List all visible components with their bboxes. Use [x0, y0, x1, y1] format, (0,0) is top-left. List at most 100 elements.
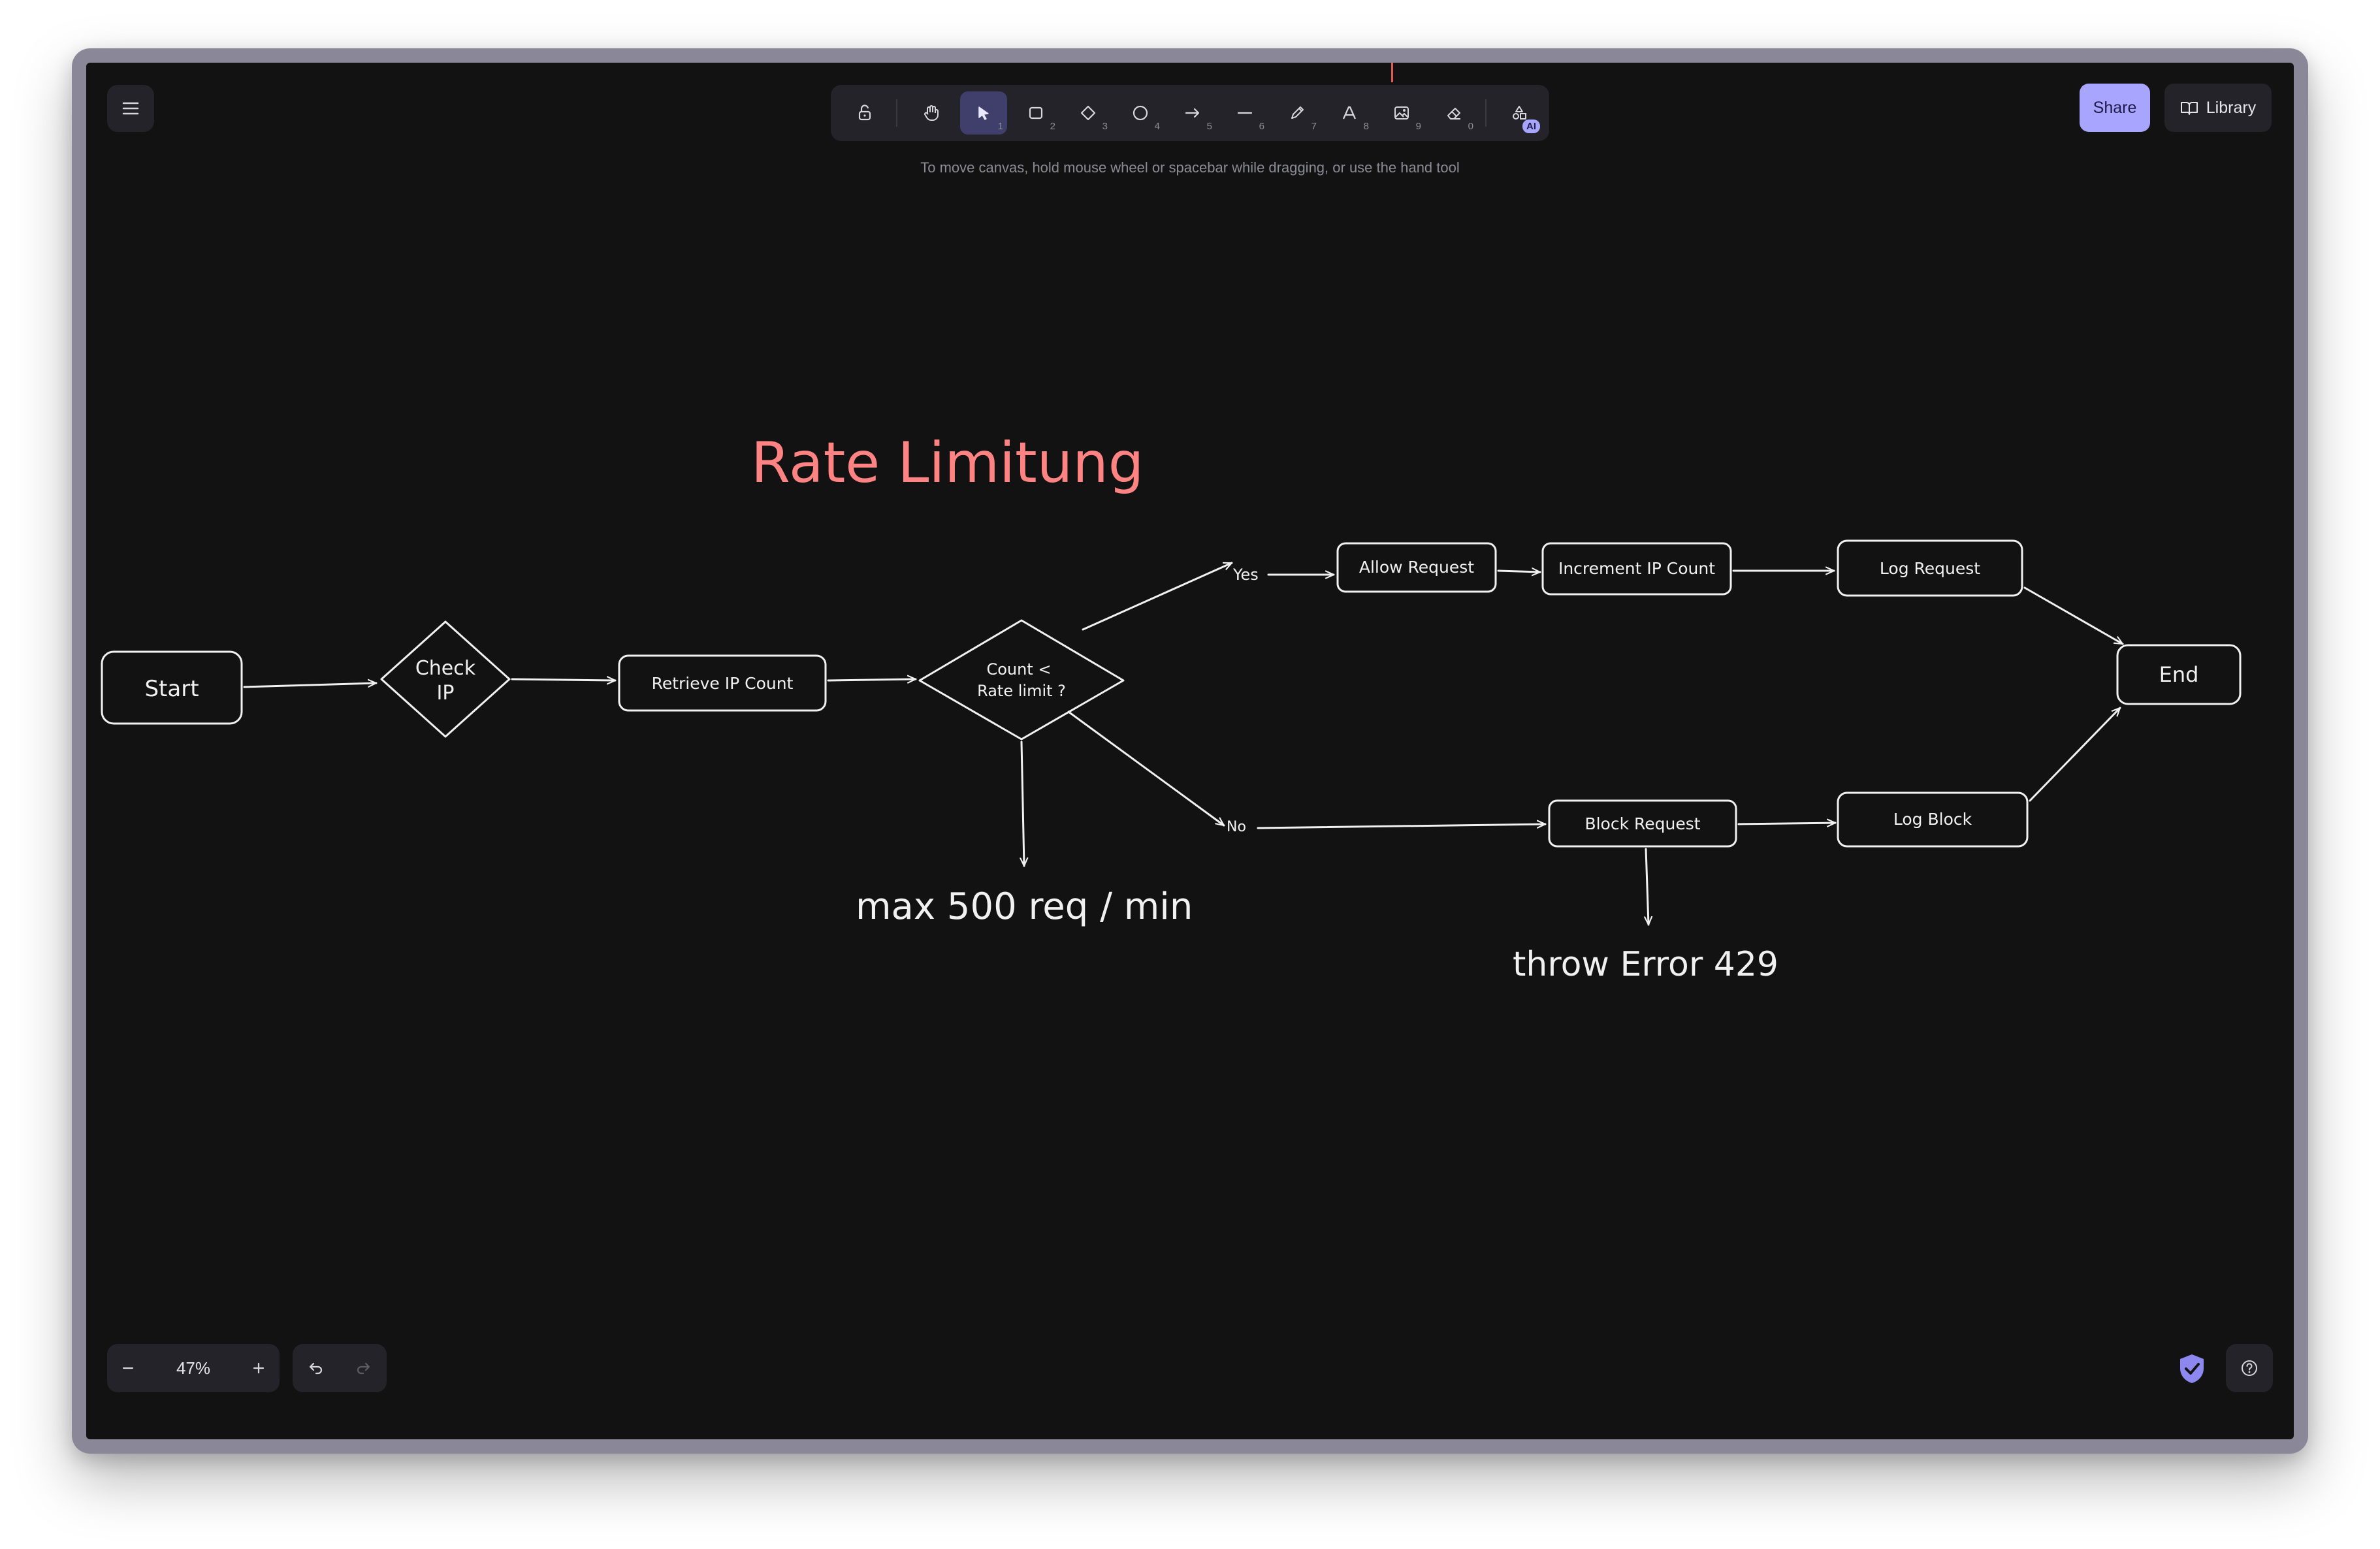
- hand-icon: [924, 105, 939, 121]
- pointer-icon: [978, 106, 989, 120]
- arrow-right-icon: [1185, 108, 1200, 118]
- drawing-canvas[interactable]: Rate Limitung Start Check IP Retrieve IP…: [86, 63, 2294, 1439]
- library-label: Library: [2206, 98, 2257, 117]
- zoom-level[interactable]: 47%: [176, 1358, 211, 1378]
- arrow-allow-to-increment[interactable]: [1497, 571, 1541, 572]
- ai-badge: AI: [1522, 120, 1540, 133]
- text-icon: [1342, 106, 1357, 120]
- canvas-edge-marker: [1391, 63, 1393, 82]
- circle-icon: [1133, 105, 1148, 121]
- log-block-node[interactable]: [1837, 791, 2029, 848]
- ellipse-tool[interactable]: 4: [1117, 91, 1164, 135]
- lock-tool[interactable]: [841, 91, 888, 135]
- error-label[interactable]: throw Error 429: [1513, 945, 1778, 984]
- diagram-title[interactable]: Rate Limitung: [751, 430, 1144, 496]
- shortcut-number: 0: [1468, 121, 1473, 132]
- library-button[interactable]: Library: [2164, 84, 2272, 132]
- end-label: End: [2159, 662, 2199, 687]
- retrieve-ip-count-label: Retrieve IP Count: [652, 674, 794, 693]
- line-icon: [1237, 112, 1253, 114]
- shortcut-number: 3: [1102, 121, 1108, 132]
- minus-icon: [122, 1367, 134, 1369]
- arrow-no-to-block[interactable]: [1257, 824, 1547, 829]
- undo-redo-controls: [293, 1344, 387, 1392]
- arrow-log-block-to-end[interactable]: [2029, 708, 2120, 802]
- diamond-tool[interactable]: 3: [1065, 91, 1112, 135]
- shortcut-number: 5: [1206, 121, 1212, 132]
- excalidraw-app: Rate Limitung Start Check IP Retrieve IP…: [86, 63, 2294, 1439]
- diamond-icon: [1080, 105, 1096, 121]
- check-ip-node[interactable]: [380, 620, 511, 738]
- shortcut-number: 2: [1050, 121, 1055, 132]
- increment-ip-count-label: Increment IP Count: [1558, 559, 1715, 578]
- help-button[interactable]: [2226, 1344, 2273, 1392]
- shortcut-number: 8: [1363, 121, 1369, 132]
- hamburger-icon: [122, 102, 139, 115]
- retrieve-ip-count-node[interactable]: [618, 654, 827, 712]
- line-tool[interactable]: 6: [1221, 91, 1268, 135]
- toolbar-separator: [896, 99, 897, 127]
- shortcut-number: 7: [1311, 121, 1317, 132]
- arrow-tool[interactable]: 5: [1169, 91, 1216, 135]
- redo-icon: [357, 1362, 370, 1375]
- arrow-decision-to-yes[interactable]: [1082, 562, 1232, 631]
- shortcut-number: 4: [1154, 121, 1160, 132]
- pencil-icon: [1291, 106, 1304, 119]
- decision-label-line2: Rate limit ?: [977, 682, 1066, 700]
- arrow-block-to-error[interactable]: [1646, 848, 1648, 926]
- main-menu-button[interactable]: [107, 85, 154, 132]
- check-ip-label-line2: IP: [437, 682, 455, 705]
- rectangle-icon: [1029, 106, 1043, 120]
- arrow-start-to-check[interactable]: [243, 683, 378, 688]
- selection-tool[interactable]: 1: [960, 91, 1007, 135]
- image-tool[interactable]: 9: [1378, 91, 1425, 135]
- arrow-check-to-retrieve[interactable]: [511, 679, 617, 680]
- draw-tool[interactable]: 7: [1274, 91, 1321, 135]
- eraser-tool[interactable]: 0: [1430, 91, 1477, 135]
- max-requests-label[interactable]: max 500 req / min: [856, 886, 1193, 928]
- question-icon: [2242, 1360, 2257, 1376]
- decision-label-line1: Count <: [986, 660, 1051, 679]
- share-button[interactable]: Share: [2080, 84, 2150, 132]
- arrow-decision-to-no[interactable]: [1067, 711, 1224, 827]
- log-request-label: Log Request: [1880, 559, 1980, 578]
- canvas-hint: To move canvas, hold mouse wheel or spac…: [920, 159, 1460, 176]
- undo-button[interactable]: [293, 1344, 340, 1392]
- block-request-label: Block Request: [1584, 814, 1700, 833]
- text-tool[interactable]: 8: [1326, 91, 1373, 135]
- no-label[interactable]: No: [1227, 819, 1246, 835]
- shortcut-number: 9: [1415, 121, 1421, 132]
- start-node[interactable]: [101, 650, 243, 725]
- rate-limit-decision-node[interactable]: [918, 619, 1125, 741]
- arrow-decision-to-max[interactable]: [1021, 741, 1024, 867]
- start-label: Start: [144, 676, 199, 702]
- book-icon: [2180, 102, 2198, 115]
- end-node[interactable]: [2116, 644, 2242, 705]
- shortcut-number: 6: [1259, 121, 1264, 132]
- zoom-out-button[interactable]: [107, 1344, 149, 1392]
- rectangle-tool[interactable]: 2: [1012, 91, 1059, 135]
- allow-request-node[interactable]: [1336, 542, 1497, 593]
- arrow-retrieve-to-decision[interactable]: [827, 679, 917, 680]
- plus-icon: [253, 1362, 265, 1374]
- arrow-log-request-to-end[interactable]: [2023, 586, 2123, 645]
- shortcut-number: 1: [997, 121, 1003, 132]
- allow-request-label: Allow Request: [1359, 558, 1474, 577]
- arrow-block-to-log-block[interactable]: [1737, 823, 1837, 824]
- zoom-controls: 47%: [107, 1344, 280, 1392]
- check-ip-label-line1: Check: [415, 657, 476, 680]
- image-icon: [1394, 106, 1409, 120]
- redo-button[interactable]: [340, 1344, 387, 1392]
- log-request-node[interactable]: [1837, 539, 2023, 597]
- toolbar: 1 2 3 4 5 6 7 8: [831, 85, 1549, 141]
- hand-tool[interactable]: [908, 91, 955, 135]
- increment-ip-count-node[interactable]: [1541, 542, 1732, 596]
- block-request-node[interactable]: [1548, 799, 1737, 848]
- shield-check-icon[interactable]: [2174, 1350, 2210, 1387]
- yes-label[interactable]: Yes: [1232, 566, 1259, 584]
- zoom-in-button[interactable]: [238, 1344, 280, 1392]
- log-block-label: Log Block: [1893, 810, 1972, 829]
- eraser-icon: [1447, 108, 1460, 120]
- more-tools-button[interactable]: AI: [1496, 91, 1543, 135]
- undo-icon: [309, 1362, 323, 1375]
